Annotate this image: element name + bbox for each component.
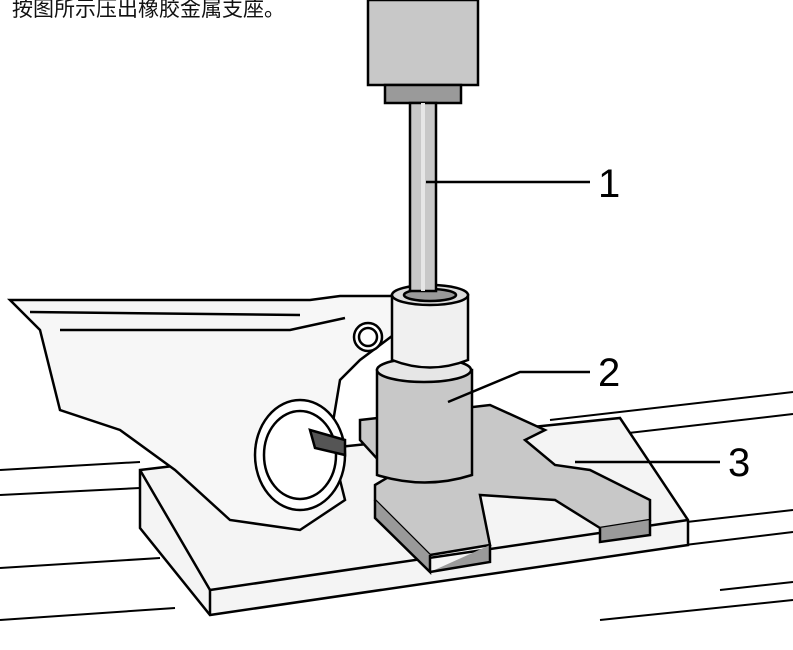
pressing-sleeve bbox=[375, 356, 474, 484]
rubber-metal-bearing bbox=[390, 283, 470, 369]
callout-3: 3 bbox=[728, 441, 750, 485]
control-arm bbox=[6, 294, 402, 532]
callout-1: 1 bbox=[598, 162, 620, 206]
callout-2: 2 bbox=[598, 351, 620, 395]
figure-caption: 按图所示压出橡胶金属支座。 bbox=[12, 0, 285, 21]
leader-lines bbox=[426, 180, 720, 464]
rail-lines bbox=[0, 391, 793, 621]
press-ram bbox=[366, 0, 480, 293]
